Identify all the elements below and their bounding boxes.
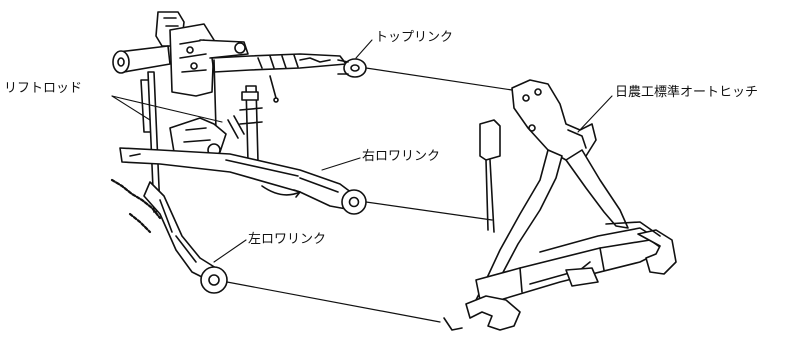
alignment-lines — [226, 67, 513, 323]
right-lower-link-label: 右ロワリンク — [362, 149, 441, 164]
left-lower-link-label: 左ロワリンク — [248, 232, 327, 247]
right-lower-link — [119, 147, 367, 215]
lift-rod-label: リフトロッド — [4, 81, 83, 96]
auto-hitch-frame — [443, 79, 677, 331]
top-link-label: トップリンク — [375, 30, 454, 45]
leader-lines — [111, 39, 613, 263]
left-lower-link — [110, 178, 228, 294]
top-link — [211, 53, 367, 103]
lift-arm-assembly — [112, 11, 249, 97]
auto-hitch-label: 日農工標準オートヒッチ — [615, 85, 759, 100]
